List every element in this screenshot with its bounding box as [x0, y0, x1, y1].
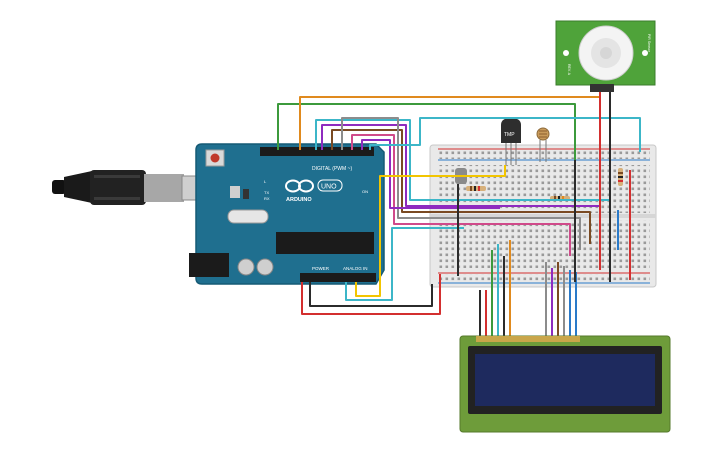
- lcd-module: [459, 335, 671, 433]
- power-jack: [189, 253, 229, 277]
- digital-header: [260, 147, 374, 156]
- led-tx-label: TX: [264, 190, 269, 195]
- breadboard: [429, 144, 657, 288]
- photoresistor: [536, 127, 550, 162]
- tmp-label: TMP: [504, 132, 515, 138]
- usb-cable: [52, 170, 215, 205]
- power-analog-header: [300, 273, 376, 282]
- led-l-label: L: [264, 179, 267, 184]
- wires: [277, 92, 641, 340]
- pir-label: PIR Sensor: [647, 34, 651, 53]
- arduino-logo-icon: [285, 179, 314, 193]
- resistor: [618, 168, 623, 186]
- arduino-uno-board: DIGITAL (PWM ~) POWER ANALOG IN ARDUINO …: [189, 143, 385, 285]
- pir-rev-label: REV. A: [567, 64, 571, 76]
- reset-button[interactable]: [210, 153, 220, 163]
- led-on-label: ON: [362, 189, 368, 194]
- led-rx-label: RX: [264, 196, 270, 201]
- atmega-chip: [276, 232, 374, 254]
- arduino-brand: ARDUINO: [286, 197, 312, 203]
- resistor: [466, 186, 486, 191]
- arduino-model: UNO: [321, 184, 337, 191]
- lcd-pin-header: [476, 336, 580, 342]
- temperature-sensor: TMP: [501, 118, 521, 165]
- power-label: POWER: [312, 266, 330, 271]
- analog-label: ANALOG IN: [343, 266, 368, 271]
- pir-sensor: PIR Sensor REV. A: [555, 20, 656, 92]
- digital-label: DIGITAL (PWM ~): [312, 166, 352, 172]
